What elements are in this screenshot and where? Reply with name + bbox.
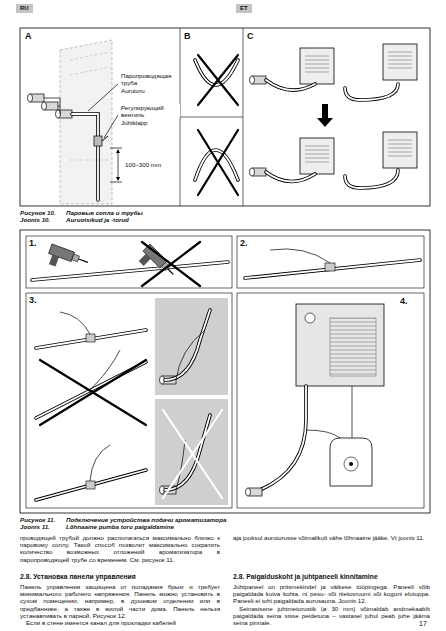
- part-label: Juhtklapp: [120, 119, 149, 126]
- body-text: Панель управления защищена от попадания …: [20, 583, 220, 619]
- language-tag: RU: [16, 4, 33, 13]
- step-number: 2.: [240, 238, 248, 248]
- part-label: Aurutoru: [120, 87, 146, 94]
- body-text: aja jooksul aurutorusse võimalikult vähe…: [233, 534, 430, 541]
- figure-number: Рисунок 11.: [20, 516, 55, 523]
- section-heading: 2.8. Paigalduskoht ja juhtpaneeli kinnit…: [233, 573, 430, 581]
- figure-caption: Auruotsikud ja -torud: [66, 216, 129, 223]
- part-label: Регулирующий вентиль: [120, 104, 180, 118]
- body-text: Если в стене имеется канал для прокладки…: [20, 619, 220, 626]
- figure-caption: Подключение устройства подачи ароматизат…: [66, 516, 226, 523]
- step-number: 1.: [29, 238, 37, 248]
- body-text: проводящей трубой должно располагаться м…: [20, 534, 220, 563]
- figure-caption: Паровые сопла и трубы: [66, 209, 143, 216]
- text-column: 2.8. Установка панели управленияПанель у…: [20, 573, 220, 626]
- body-text: Seinasisene juhtmetorustik (ø 30 mm) või…: [233, 605, 430, 627]
- figure-number: Joonis 11.: [20, 523, 50, 530]
- panel-letter: B: [184, 31, 191, 41]
- figure-number: Joonis 10.: [20, 216, 50, 223]
- step-number: 3.: [29, 295, 37, 305]
- part-label: Паропроводящая труба: [120, 72, 178, 86]
- panel-letter: A: [25, 31, 32, 41]
- text-column: 2.8. Paigalduskoht ja juhtpaneeli kinnit…: [233, 573, 430, 626]
- page-number: 17: [419, 620, 427, 627]
- step-number: 4.: [400, 296, 408, 306]
- section-heading: 2.8. Установка панели управления: [20, 573, 220, 581]
- dimension: 100–300 mm: [124, 161, 162, 168]
- figure-number: Рисунок 10.: [20, 209, 56, 216]
- panel-letter: C: [247, 31, 254, 41]
- text-column: проводящей трубой должно располагаться м…: [20, 534, 220, 563]
- figure-caption: Lõhnaaine pumba toru paigaldamine: [66, 523, 174, 530]
- body-text: Juhtpaneel on pritsmekindel ja väikese t…: [233, 583, 430, 605]
- language-tag: ET: [236, 4, 252, 13]
- text-column: aja jooksul aurutorusse võimalikult vähe…: [233, 534, 430, 541]
